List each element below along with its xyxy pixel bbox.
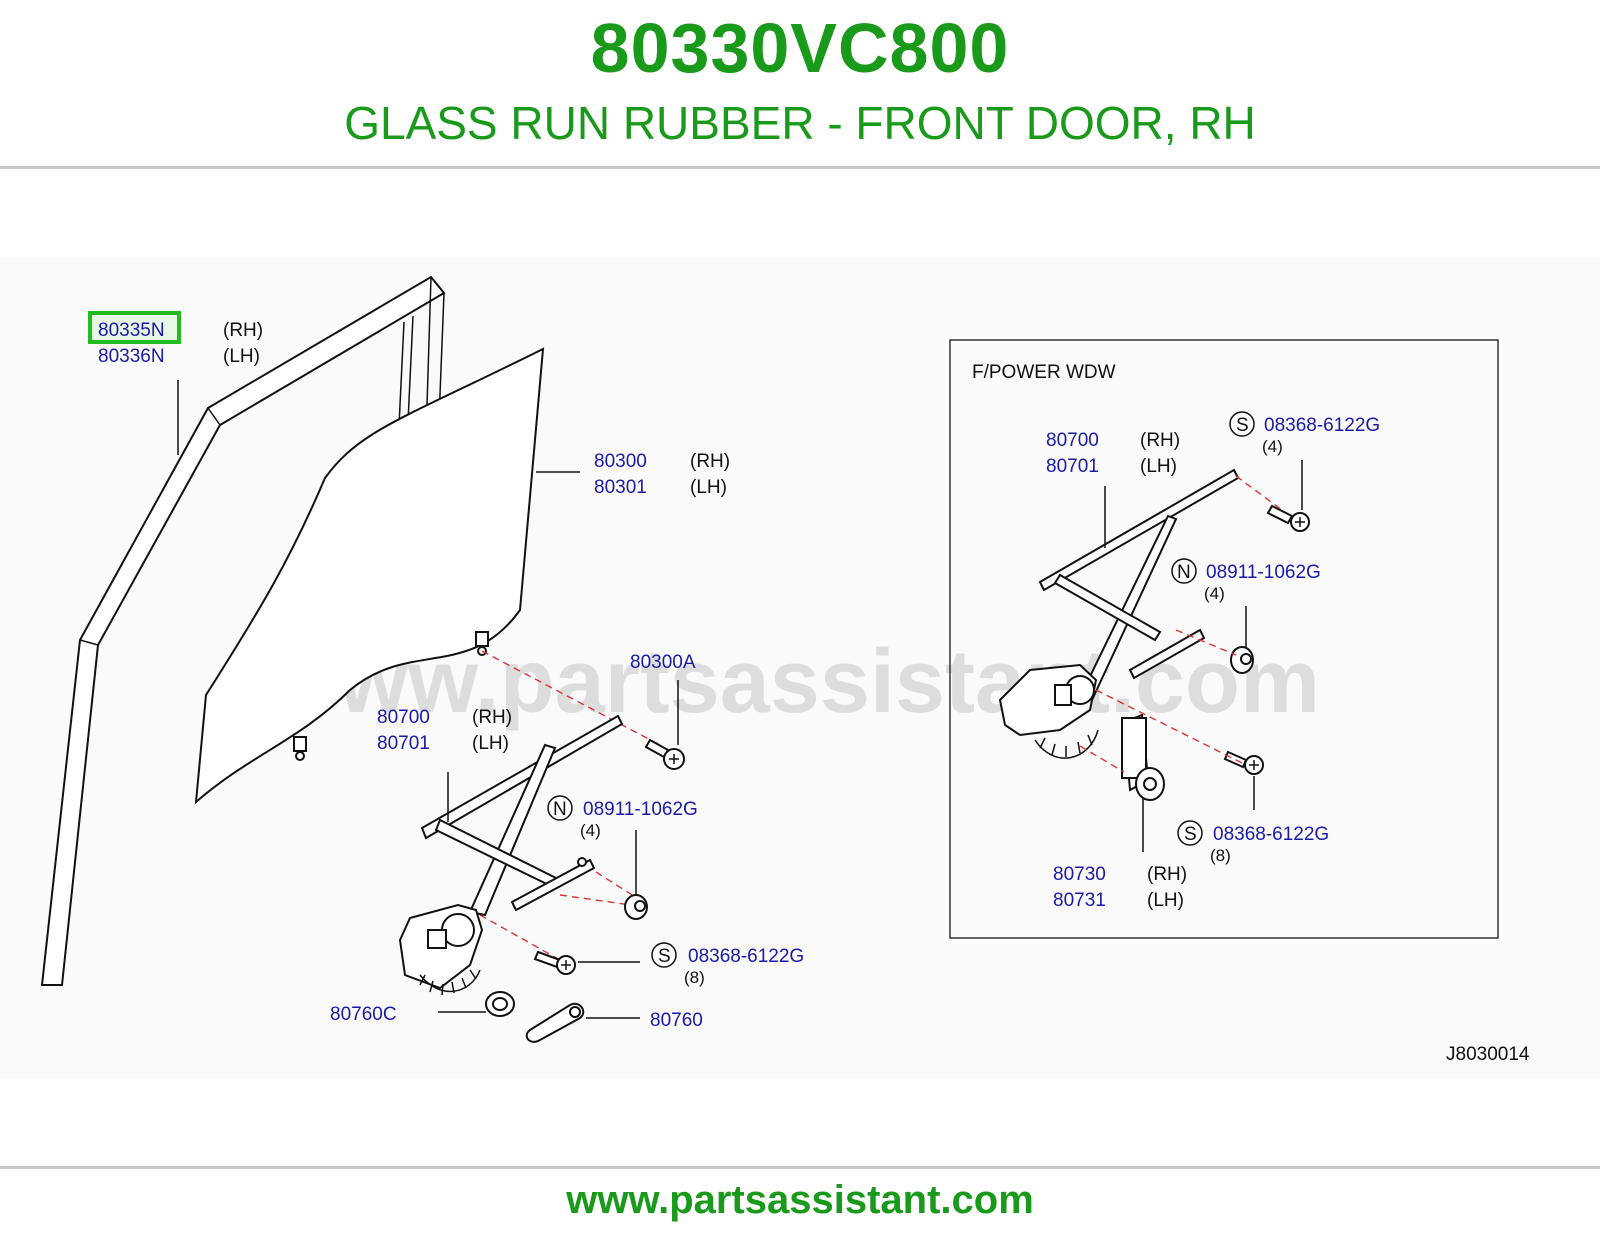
power-regulator-drawing [998,468,1240,801]
inset-label-bolt-bottom[interactable]: 08368-6122G [1213,824,1329,845]
label-regulator-rh[interactable]: 80700 [377,707,430,728]
label-nut-qty: (4) [580,821,601,840]
inset-bolt-bottom-circle [1177,820,1203,846]
label-lh-2: (LH) [690,477,727,498]
label-handle[interactable]: 80760 [650,1010,703,1031]
inset-bolt-top-drawing [1266,504,1310,532]
inset-label-nut[interactable]: 08911-1062G [1206,562,1321,583]
inset-title: F/POWER WDW [972,362,1116,383]
label-regulator-lh[interactable]: 80701 [377,733,430,754]
label-rh-1: (RH) [223,320,263,341]
inset-label-regulator-rh[interactable]: 80700 [1046,430,1099,451]
inset-bolt-bottom-drawing [1223,750,1264,775]
label-bolt-qty: (8) [684,968,705,987]
inset-bolt-top-circle [1229,411,1255,437]
inset-label-nut-qty: (4) [1204,584,1225,603]
diagram-code: J8030014 [1446,1044,1530,1065]
label-bolt-part[interactable]: 08368-6122G [688,946,804,967]
escutcheon-drawing [485,991,515,1017]
nut-prefix: N [553,799,567,820]
inset-label-bolt-top-qty: (4) [1262,437,1283,456]
part-number-title: 80330VC800 [590,9,1010,87]
label-nut-part[interactable]: 08911-1062G [583,799,698,820]
page-header: 80330VC800 GLASS RUN RUBBER - FRONT DOOR… [0,0,1600,170]
inset-nut-circle [1171,558,1197,584]
label-glass-lh[interactable]: 80301 [594,477,647,498]
highlighted-part-box [88,311,181,344]
power-window-inset [949,339,1499,939]
inset-label-lh-2: (LH) [1147,890,1184,911]
inset-bolt-top-prefix: S [1236,415,1249,436]
label-escutcheon[interactable]: 80760C [330,1004,397,1025]
label-lh-1: (LH) [223,346,260,367]
inset-label-motor-lh[interactable]: 80731 [1053,890,1106,911]
inset-label-regulator-lh[interactable]: 80701 [1046,456,1099,477]
bolt-prefix: S [658,946,671,967]
inset-label-bolt-top[interactable]: 08368-6122G [1264,415,1380,436]
regulator-bolt-drawing [533,950,576,975]
window-regulator-drawing [398,714,624,996]
inset-label-lh-1: (LH) [1140,456,1177,477]
footer-divider [0,1166,1600,1169]
label-glass-run-rh[interactable]: 80335N [98,320,165,341]
inset-nut-prefix: N [1177,562,1191,583]
label-glass-bolt[interactable]: 80300A [630,652,696,673]
label-glass-run-lh[interactable]: 80336N [98,346,165,367]
inset-label-rh-1: (RH) [1140,430,1180,451]
inset-nut-drawing [1230,646,1254,674]
door-glass-drawing [194,347,545,805]
inset-label-bolt-bottom-qty: (8) [1210,846,1231,865]
inset-label-motor-rh[interactable]: 80730 [1053,864,1106,885]
bolt-prefix-circle [651,942,677,968]
label-lh-3: (LH) [472,733,509,754]
window-handle-drawing [525,1002,585,1043]
label-rh-2: (RH) [690,451,730,472]
label-rh-3: (RH) [472,707,512,728]
label-glass-rh[interactable]: 80300 [594,451,647,472]
nut-prefix-circle [547,795,573,821]
part-description: GLASS RUN RUBBER - FRONT DOOR, RH [344,97,1256,149]
regulator-nut-drawing [624,894,648,920]
inset-label-rh-2: (RH) [1147,864,1187,885]
footer-url[interactable]: www.partsassistant.com [566,1178,1034,1222]
glass-bolt-drawing [644,738,685,770]
header-divider [0,166,1600,169]
inset-bolt-bottom-prefix: S [1184,824,1197,845]
